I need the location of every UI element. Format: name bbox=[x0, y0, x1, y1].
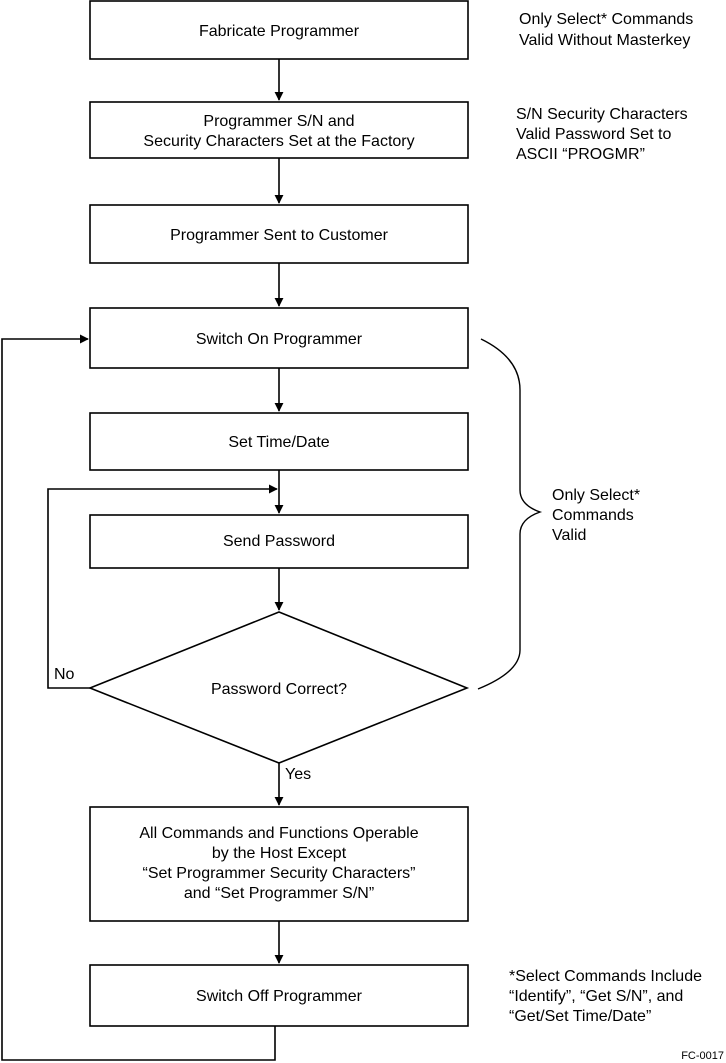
note-brace-line1: Only Select* bbox=[552, 487, 640, 504]
box-send-password: Send Password bbox=[89, 514, 469, 569]
note-select-line2: “Identify”, “Get S/N”, and bbox=[509, 988, 683, 1005]
note-security-line1: S/N Security Characters bbox=[516, 106, 688, 123]
box-switch-on-label: Switch On Programmer bbox=[196, 331, 363, 348]
box-operable-line3: “Set Programmer Security Characters” bbox=[143, 865, 416, 882]
note-masterkey-line1: Only Select* Commands bbox=[519, 11, 693, 28]
note-brace: Only Select* Commands Valid bbox=[552, 487, 640, 544]
brace-select-commands bbox=[477, 338, 543, 690]
box-switch-off: Switch Off Programmer bbox=[89, 964, 469, 1027]
box-sent-label: Programmer Sent to Customer bbox=[170, 227, 389, 244]
box-switch-off-label: Switch Off Programmer bbox=[196, 988, 363, 1005]
decision-password-correct: Password Correct? bbox=[87, 611, 470, 764]
arrow-no-loop bbox=[47, 484, 278, 689]
box-sent-to-customer: Programmer Sent to Customer bbox=[89, 204, 469, 264]
box-operable-line4: and “Set Programmer S/N” bbox=[184, 885, 374, 902]
box-factory-settings: Programmer S/N and Security Characters S… bbox=[89, 101, 469, 159]
box-send-password-label: Send Password bbox=[223, 533, 335, 550]
box-operable-line1: All Commands and Functions Operable bbox=[139, 825, 418, 842]
arrow-return-loop bbox=[1, 334, 276, 1061]
decision-password-label: Password Correct? bbox=[211, 681, 347, 698]
note-select-line1: *Select Commands Include bbox=[509, 968, 702, 985]
note-security: S/N Security Characters Valid Password S… bbox=[516, 106, 688, 163]
box-operable-line2: by the Host Except bbox=[212, 845, 347, 862]
note-security-line3: ASCII “PROGMR” bbox=[516, 146, 645, 163]
figure-id: FC-0017 bbox=[681, 1050, 724, 1062]
note-brace-line3: Valid bbox=[552, 527, 586, 544]
note-brace-line2: Commands bbox=[552, 507, 634, 524]
box-fabricate-label: Fabricate Programmer bbox=[199, 23, 360, 40]
box-set-time-label: Set Time/Date bbox=[228, 434, 329, 451]
note-masterkey-line2: Valid Without Masterkey bbox=[519, 32, 690, 49]
note-select-commands: *Select Commands Include “Identify”, “Ge… bbox=[509, 968, 702, 1025]
box-set-time-date: Set Time/Date bbox=[89, 412, 469, 471]
branch-yes-label: Yes bbox=[285, 766, 311, 783]
box-all-commands-operable: All Commands and Functions Operable by t… bbox=[89, 806, 469, 922]
note-select-line3: “Get/Set Time/Date” bbox=[509, 1008, 651, 1025]
branch-no-label: No bbox=[54, 666, 75, 683]
box-factory-label-line1: Programmer S/N and bbox=[203, 113, 354, 130]
note-security-line2: Valid Password Set to bbox=[516, 126, 671, 143]
box-fabricate-programmer: Fabricate Programmer bbox=[89, 0, 469, 60]
note-masterkey: Only Select* Commands Valid Without Mast… bbox=[519, 11, 693, 49]
box-switch-on: Switch On Programmer bbox=[89, 307, 469, 369]
box-factory-label-line2: Security Characters Set at the Factory bbox=[143, 133, 414, 150]
